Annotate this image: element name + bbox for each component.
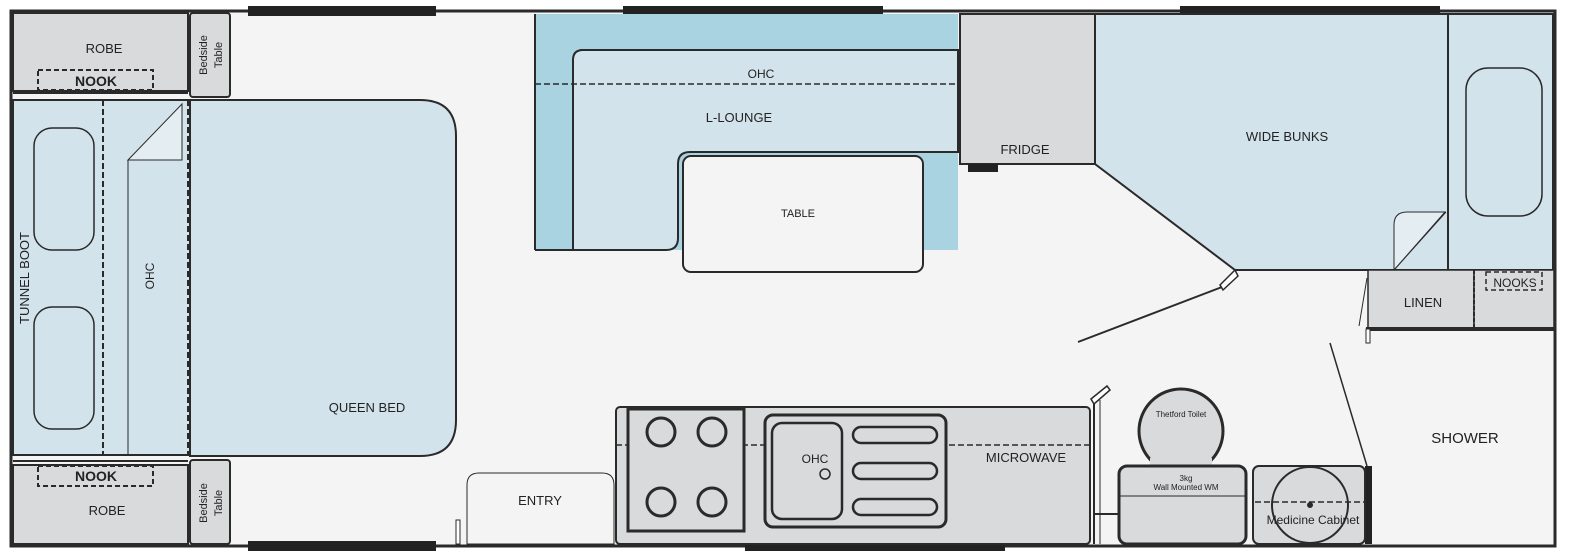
fridge-label: FRIDGE <box>1000 142 1049 157</box>
ohc-bed-label: OHC <box>143 262 157 289</box>
l-lounge-label: L-LOUNGE <box>706 110 773 125</box>
ohc-kitchen-label: OHC <box>802 452 829 466</box>
burner-1 <box>645 416 677 448</box>
wm-label-1: 3kg <box>1180 474 1193 483</box>
burner-3 <box>645 486 677 518</box>
nook-bottom-label: NOOK <box>75 468 117 484</box>
nooks-cabinet <box>1473 269 1555 329</box>
bedside-table-top <box>189 12 231 98</box>
toilet-cistern <box>1150 458 1212 468</box>
nook-top-label: NOOK <box>75 73 117 89</box>
robe-top-label: ROBE <box>86 41 123 56</box>
window-top-right <box>1180 6 1440 16</box>
bedside-bottom-label-1: Bedside <box>198 483 210 523</box>
microwave-label: MICROWAVE <box>986 450 1066 465</box>
bedside-table-bottom <box>189 459 231 545</box>
vanity-basin <box>1271 466 1349 544</box>
nook-bottom <box>37 465 154 487</box>
bathroom-door-stop <box>1090 384 1112 406</box>
bed-side-panel <box>126 102 183 161</box>
wide-bunks-label: WIDE BUNKS <box>1246 129 1329 144</box>
nook-top <box>37 69 154 91</box>
entry-door-stop <box>455 519 461 545</box>
drainer-slot-1 <box>851 425 939 445</box>
sink-drain <box>819 468 831 480</box>
wide-bunks <box>1094 13 1449 271</box>
nooks-dashed <box>1485 271 1543 291</box>
bunk-ladder-diag <box>1393 211 1447 271</box>
dining-table <box>682 155 924 273</box>
shower-screen <box>1365 466 1372 544</box>
nooks-label: NOOKS <box>1493 276 1536 290</box>
bunk-cutout <box>1465 67 1543 217</box>
door-swing <box>1077 286 1223 343</box>
bedside-bottom-label-2: Table <box>213 490 225 516</box>
queen-bed <box>189 99 457 457</box>
boot-cutout-bottom <box>33 306 95 430</box>
linen-door-mark <box>1358 277 1368 327</box>
drainer-slot-2 <box>851 461 939 481</box>
bunk-door <box>1219 268 1239 292</box>
shower-label: SHOWER <box>1431 430 1499 447</box>
fridge-vent <box>968 164 998 172</box>
bedside-top-label-2: Table <box>213 42 225 68</box>
linen-door-stop <box>1365 328 1371 344</box>
drainer-slot-3 <box>851 497 939 517</box>
vanity-drain <box>1307 502 1313 508</box>
entry-step <box>466 472 615 545</box>
window-top-left <box>248 6 436 16</box>
burner-4 <box>696 486 728 518</box>
ohc-lounge-label: OHC <box>748 67 775 81</box>
window-bottom-left <box>248 541 436 551</box>
windows <box>248 6 1440 551</box>
l-lounge-seat <box>572 49 959 251</box>
table-label: TABLE <box>781 208 815 220</box>
medicine-cabinet-label: Medicine Cabinet <box>1267 513 1360 527</box>
fridge <box>959 13 1096 165</box>
window-bottom-mid <box>745 541 1005 551</box>
sink-bowl <box>770 421 844 521</box>
linen-label: LINEN <box>1404 295 1442 310</box>
wm-label-2: Wall Mounted WM <box>1153 483 1218 492</box>
entry-label: ENTRY <box>518 493 562 508</box>
linen-cabinet <box>1367 269 1475 329</box>
robe-bottom-label: ROBE <box>89 503 126 518</box>
window-top-mid <box>623 6 883 16</box>
shower-screen-diag <box>1329 342 1368 467</box>
washing-machine <box>1117 464 1248 546</box>
tunnel-boot-label: TUNNEL BOOT <box>17 232 32 324</box>
toilet-label: Thetford Toilet <box>1156 410 1207 419</box>
burner-2 <box>696 416 728 448</box>
queen-bed-label: QUEEN BED <box>329 400 406 415</box>
boot-cutout-top <box>33 127 95 251</box>
bedside-top-label-1: Bedside <box>198 35 210 75</box>
